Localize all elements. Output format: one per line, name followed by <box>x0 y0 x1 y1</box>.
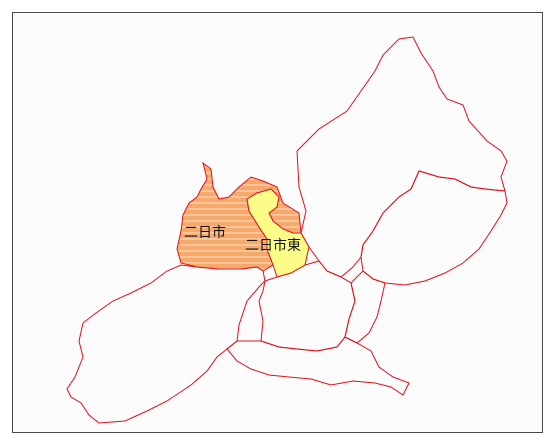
district-east[interactable] <box>360 170 508 286</box>
label-futsukaichi: 二日市 <box>184 224 226 241</box>
district-south[interactable] <box>226 336 410 396</box>
district-northeast[interactable] <box>296 36 508 278</box>
label-futsukaichi-east: 二日市東 <box>245 237 301 254</box>
map-canvas[interactable]: 二日市 二日市東 <box>13 13 543 433</box>
district-futsukaichi-east[interactable] <box>246 188 310 278</box>
map-frame: 二日市 二日市東 <box>12 12 543 433</box>
district-west-south[interactable] <box>66 264 266 424</box>
district-east-central[interactable] <box>344 270 386 344</box>
district-central-south[interactable] <box>258 260 356 352</box>
